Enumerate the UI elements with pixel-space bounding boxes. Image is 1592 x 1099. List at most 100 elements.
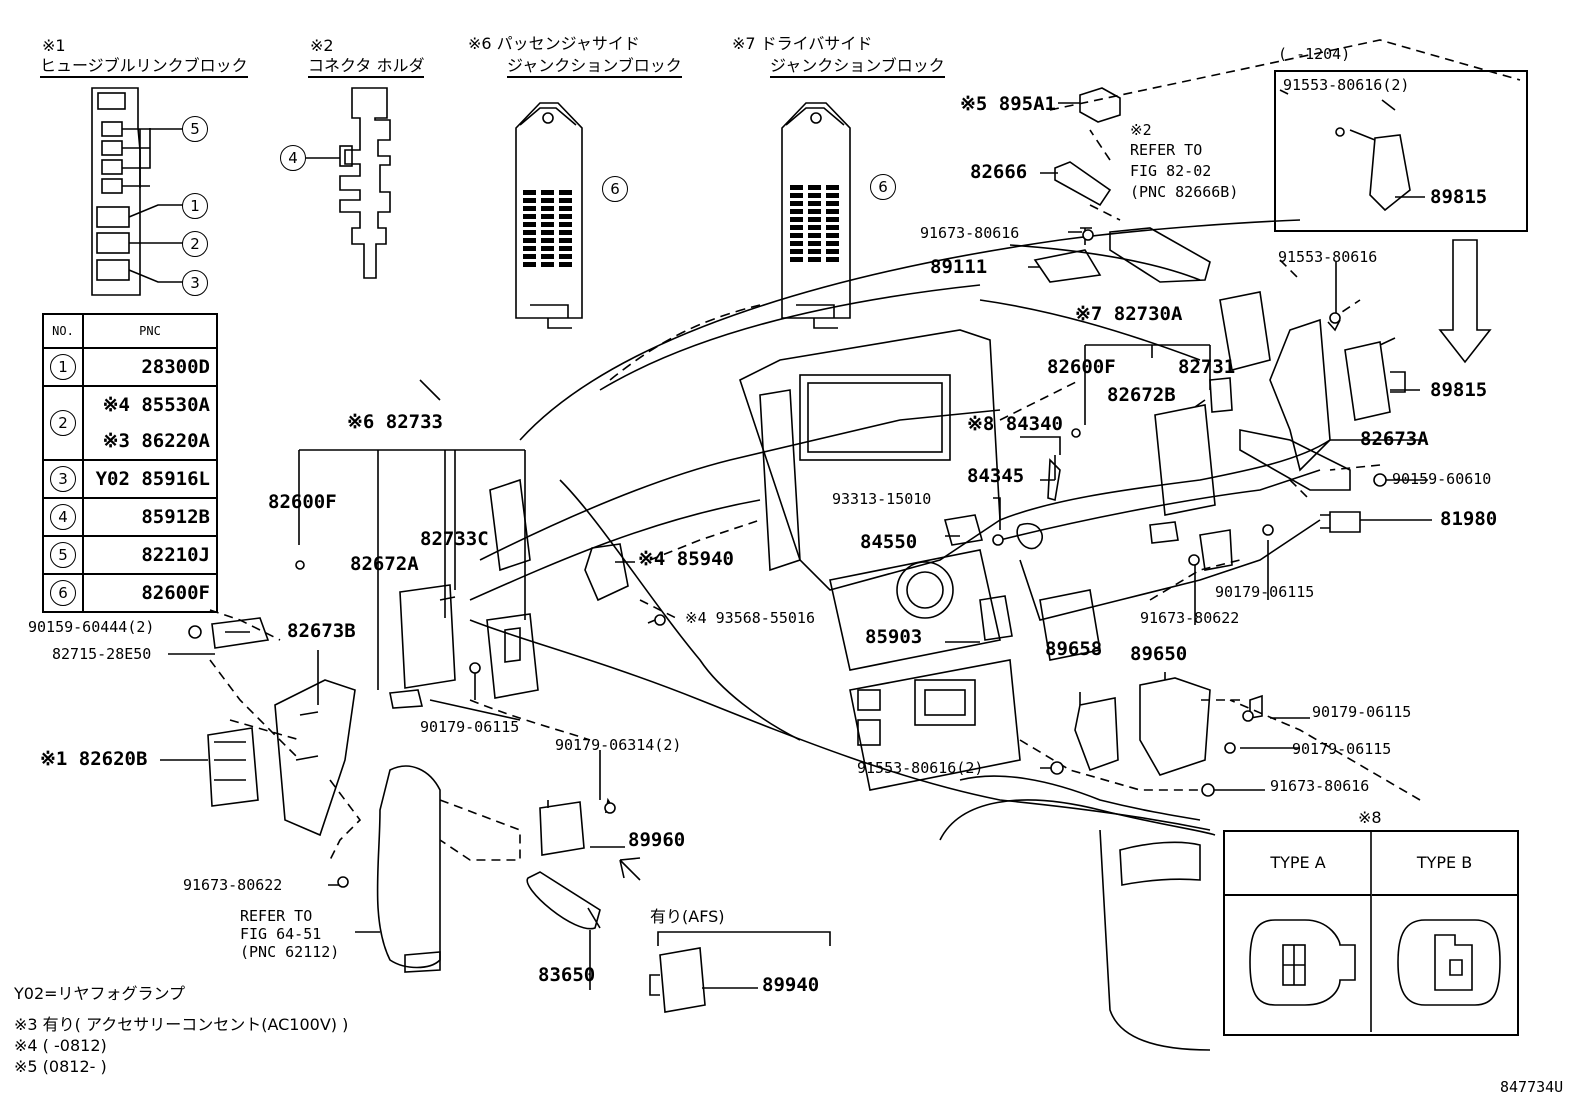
part-90179-06314-2: 90179-06314(2) — [555, 736, 682, 754]
driver-jb — [781, 102, 851, 329]
part-895a1: ※5 895A1 — [960, 93, 1056, 115]
fuse-slot — [541, 238, 554, 243]
fuse-slot — [559, 214, 572, 219]
part-82673b: 82673B — [287, 620, 356, 642]
fuse-slot — [559, 190, 572, 195]
fuse-slot — [523, 230, 536, 235]
part-91673-80616-top: 91673-80616 — [920, 224, 1020, 242]
part-82733c: 82733C — [420, 528, 489, 550]
part-91553-80616-2: 91553-80616(2) — [857, 759, 984, 777]
refer82-line3: (PNC 82666B) — [1130, 183, 1239, 201]
callout-6-passenger: 6 — [602, 176, 628, 202]
fuse-slot — [523, 190, 536, 195]
part-82666: 82666 — [970, 161, 1028, 183]
dashed-lines — [209, 39, 1521, 861]
fuse-slot — [808, 241, 821, 246]
part-90159-60610: 90159-60610 — [1392, 470, 1492, 488]
part-90179-06115-r2: 90179-06115 — [1292, 740, 1392, 758]
callout-6-driver: 6 — [870, 174, 896, 200]
refer64-line2: FIG 64-51 — [240, 925, 322, 943]
fuse-slot — [559, 230, 572, 235]
part-84550: 84550 — [860, 531, 918, 553]
fuse-slot — [559, 198, 572, 203]
h1-mark: ※1 — [42, 36, 66, 55]
row-no: 2 — [50, 410, 76, 436]
part-82600f-center: 82600F — [1047, 356, 1116, 378]
col-pnc: PNC — [82, 313, 218, 349]
fuse-slot — [826, 249, 839, 254]
part-82672a: 82672A — [350, 553, 419, 575]
range-box — [1274, 70, 1528, 232]
fuse-slot — [559, 254, 572, 259]
fuse-slot — [559, 262, 572, 267]
part-93568-55016: ※4 93568-55016 — [685, 609, 815, 627]
fuse-slot — [523, 238, 536, 243]
part-90179-06115-right: 90179-06115 — [1215, 583, 1315, 601]
fuse-slot — [808, 233, 821, 238]
part-90159-60444-2: 90159-60444(2) — [28, 618, 155, 636]
passenger-jb — [515, 102, 583, 329]
fuse-slot — [790, 249, 803, 254]
type-a-label: TYPE A — [1225, 832, 1371, 896]
part-82733: ※6 82733 — [347, 411, 443, 433]
part-89650: 89650 — [1130, 643, 1188, 665]
fuse-slot — [559, 222, 572, 227]
diagram-id: 847734U — [1500, 1078, 1564, 1096]
part-89111: 89111 — [930, 256, 988, 278]
fusible-link-block — [91, 87, 183, 296]
fuse-slot — [826, 257, 839, 262]
row-pnc-2: ※3 86220A — [102, 430, 210, 452]
fuse-slot — [541, 246, 554, 251]
mark-8: ※8 — [1358, 808, 1382, 827]
fuse-slot — [541, 230, 554, 235]
part-89960: 89960 — [628, 829, 686, 851]
refer82-line2: FIG 82-02 — [1130, 162, 1212, 180]
fuse-slot — [790, 257, 803, 262]
row-pnc: 85912B — [82, 497, 218, 537]
part-shapes — [207, 87, 1411, 1013]
fuse-slot — [790, 185, 803, 190]
type-b-label: TYPE B — [1372, 832, 1517, 896]
h2-title: コネクタ ホルダ — [308, 58, 425, 78]
h6-line1: ※6 パッセンジャサイド — [468, 34, 640, 53]
fuse-slot — [523, 214, 536, 219]
jb-fuse-grid — [523, 185, 839, 267]
part-82673a: 82673A — [1360, 428, 1429, 450]
fuse-slot — [559, 246, 572, 251]
refer82-line1: REFER TO — [1130, 141, 1203, 159]
part-91553-80616: 91553-80616 — [1278, 248, 1378, 266]
h2-mark: ※2 — [310, 36, 334, 55]
afs-label: 有り(AFS) — [650, 907, 725, 926]
fuse-slot — [541, 206, 554, 211]
fuse-slot — [790, 201, 803, 206]
fuse-slot — [523, 206, 536, 211]
screws — [188, 127, 1387, 888]
note-y02: Y02=リヤフォグランプ — [14, 984, 186, 1003]
col-no: NO. — [42, 313, 84, 349]
part-89658: 89658 — [1045, 638, 1103, 660]
fuse-slot — [826, 209, 839, 214]
note-5: ※5 (0812- ) — [14, 1057, 107, 1076]
refer64-line1: REFER TO — [240, 907, 313, 925]
fuse-slot — [523, 198, 536, 203]
callout-3: 3 — [182, 270, 208, 296]
row-pnc: 82210J — [82, 535, 218, 575]
fuse-slot — [808, 257, 821, 262]
fuse-slot — [826, 233, 839, 238]
fuse-slot — [541, 198, 554, 203]
part-91673-80622-right: 91673-80622 — [1140, 609, 1240, 627]
part-90179-06115-r1: 90179-06115 — [1312, 703, 1412, 721]
range-1204: ( -1204) — [1278, 45, 1351, 63]
fuse-slot — [790, 193, 803, 198]
part-91673-80622-left: 91673-80622 — [183, 876, 283, 894]
fuse-slot — [826, 217, 839, 222]
fuse-slot — [826, 193, 839, 198]
part-89815: 89815 — [1430, 379, 1488, 401]
fuse-slot — [541, 254, 554, 259]
connector-type-box: TYPE A TYPE B — [1223, 830, 1519, 1036]
fuse-slot — [826, 241, 839, 246]
part-82731: 82731 — [1178, 356, 1236, 378]
callout-5: 5 — [182, 116, 208, 142]
row-pnc: Y02 85916L — [82, 459, 218, 499]
